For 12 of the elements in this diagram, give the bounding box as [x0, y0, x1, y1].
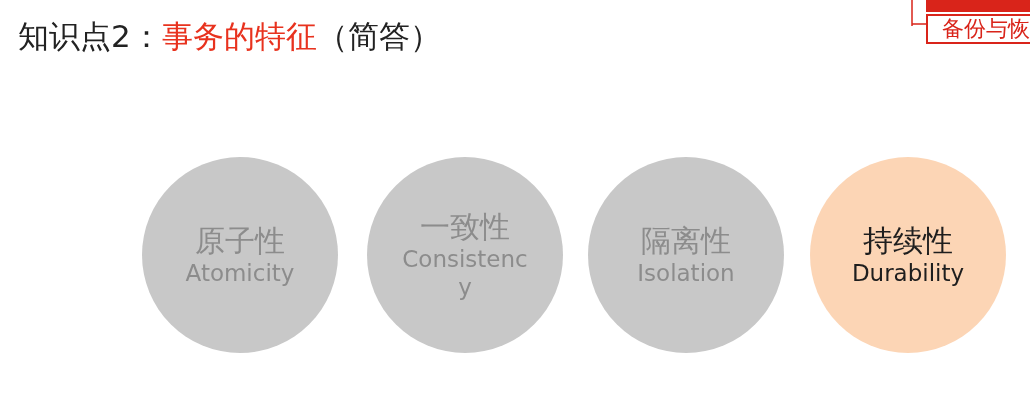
property-name: 持续性	[863, 223, 953, 259]
property-name: 隔离性	[641, 223, 731, 259]
menu-tab	[926, 14, 1030, 44]
property-term: Atomicity	[184, 259, 296, 287]
property-name: 一致性	[420, 209, 510, 245]
tab-label: 备份与恢	[942, 16, 1030, 41]
menu-tab	[926, 0, 1030, 12]
property-term: Durability	[850, 259, 966, 287]
slide-title: 知识点2：事务的特征（简答）	[18, 17, 441, 56]
property-term: Isolation	[636, 259, 736, 287]
property-term: Consistency	[401, 245, 529, 301]
property-name: 原子性	[195, 223, 285, 259]
